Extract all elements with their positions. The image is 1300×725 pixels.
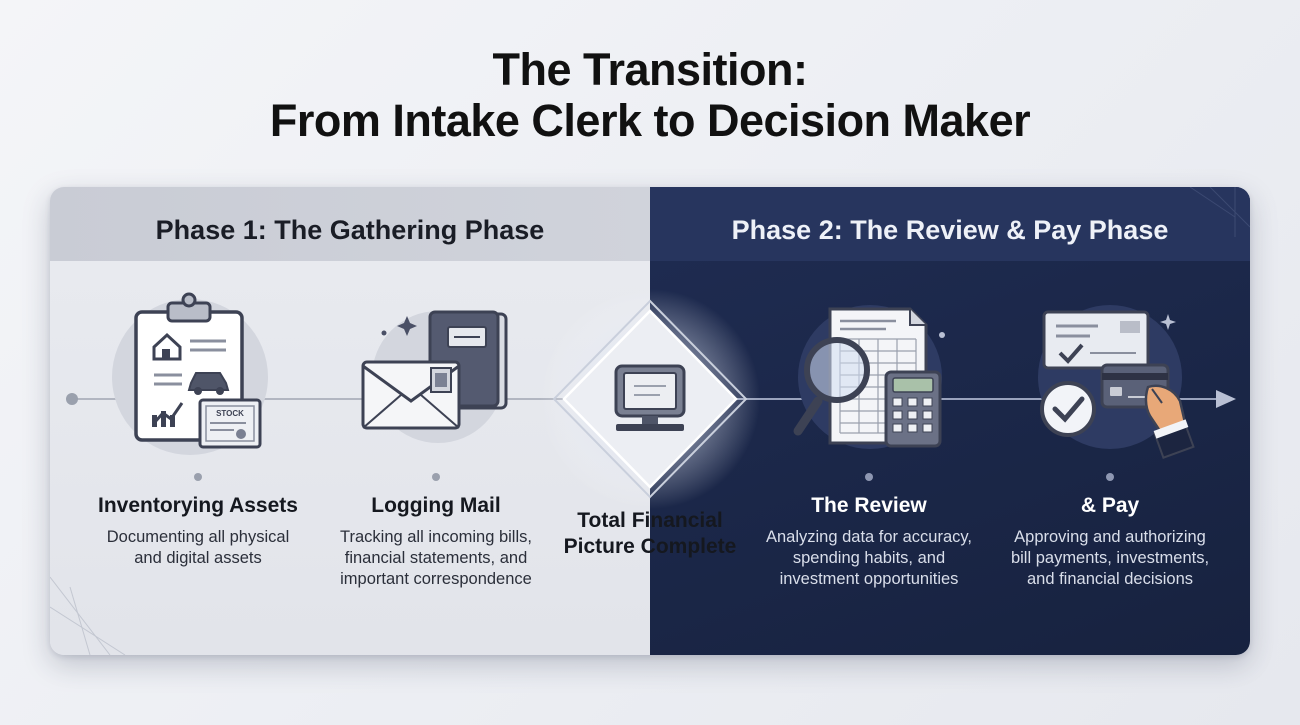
- milestone-label: Total Financial Picture Complete: [548, 508, 752, 560]
- desc-line: Tracking all incoming bills,: [340, 528, 532, 546]
- step-label-logging-mail: Logging Mail: [371, 494, 501, 517]
- desc-line: bill payments, investments,: [1010, 549, 1210, 567]
- phase-2-title: Phase 2: The Review & Pay Phase: [731, 215, 1169, 245]
- desc-line: Approving and authorizing: [1014, 528, 1206, 546]
- desc-line: Documenting all physical: [106, 528, 290, 546]
- desc-line: and digital assets: [134, 549, 262, 567]
- magnifier-spreadsheet-icon: [793, 305, 945, 449]
- step-desc-inventorying-assets: Documenting all physical and digital ass…: [78, 527, 318, 569]
- stock-certificate-label: STOCK: [216, 409, 244, 418]
- milestone-line: Picture Complete: [563, 535, 737, 558]
- card-payment-icon: [1038, 305, 1195, 459]
- page-title: The Transition: From Intake Clerk to Dec…: [0, 44, 1300, 146]
- step-desc-pay: Approving and authorizing bill payments,…: [990, 527, 1230, 590]
- title-line-2: From Intake Clerk to Decision Maker: [269, 95, 1031, 146]
- monitor-icon: [540, 289, 760, 509]
- desc-line: and financial decisions: [1026, 570, 1194, 588]
- phase-1-title: Phase 1: The Gathering Phase: [155, 215, 545, 245]
- step-label-pay: & Pay: [1080, 494, 1140, 517]
- desc-line: Analyzing data for accuracy,: [765, 528, 973, 546]
- desc-line: spending habits, and: [792, 549, 946, 567]
- phase-2-header: [650, 187, 1250, 261]
- step-desc-the-review: Analyzing data for accuracy, spending ha…: [749, 527, 989, 590]
- decorative-lines: [50, 187, 1250, 655]
- phase-1-header: [50, 187, 650, 261]
- title-line-1: The Transition:: [492, 44, 808, 95]
- desc-line: financial statements, and: [344, 549, 528, 567]
- milestone-line: Total Financial: [577, 509, 723, 532]
- step-label-the-review: The Review: [811, 494, 927, 517]
- mail-ledger-icon: [361, 310, 508, 443]
- step-label-inventorying-assets: Inventorying Assets: [98, 494, 298, 517]
- desc-line: important correspondence: [340, 570, 532, 588]
- clipboard-assets-icon: STOCK: [112, 292, 268, 455]
- transition-card: Phase 1: The Gathering Phase Phase 2: Th…: [50, 187, 1250, 655]
- desc-line: investment opportunities: [779, 570, 959, 588]
- step-desc-logging-mail: Tracking all incoming bills, financial s…: [316, 527, 556, 590]
